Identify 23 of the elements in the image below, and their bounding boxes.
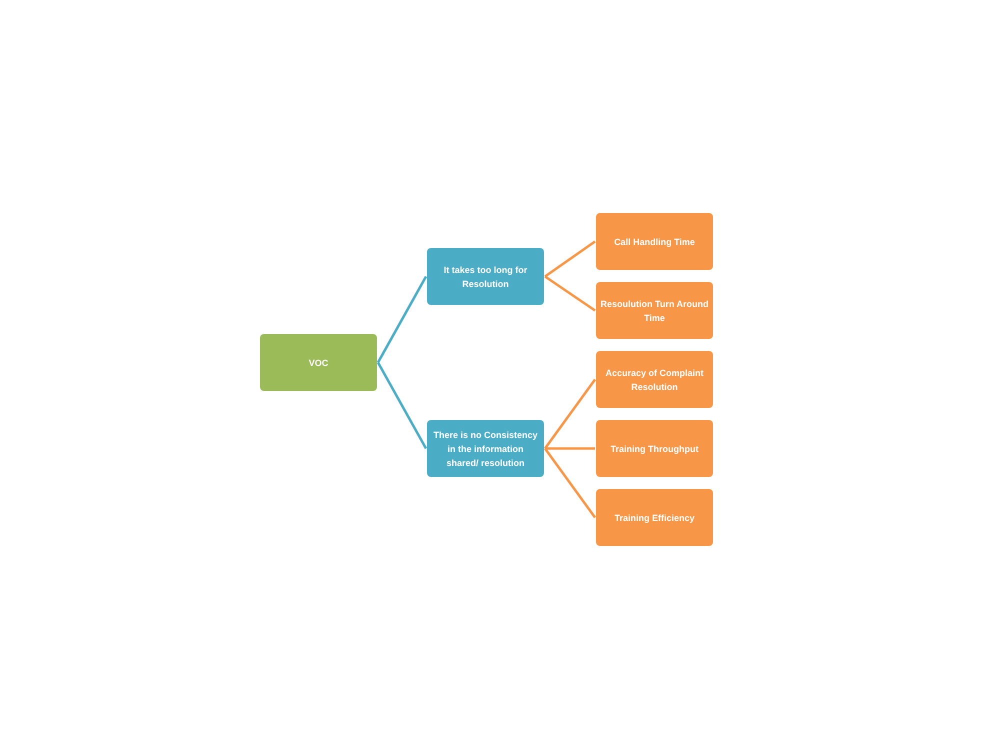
process-box	[427, 420, 544, 477]
process-box	[596, 213, 713, 270]
process-box	[427, 248, 544, 305]
connector-line	[545, 447, 595, 450]
connector-line	[544, 448, 596, 518]
box-label: Training Efficiency	[614, 512, 695, 524]
box-label: It takes too long for Resolution	[442, 264, 528, 290]
process-box	[596, 489, 713, 546]
box-label: Training Throughput	[610, 442, 698, 456]
process-box	[596, 420, 713, 477]
box-label: Accuracy of Complaint Resolution	[604, 366, 705, 394]
connector-line	[544, 240, 596, 278]
connector-line	[376, 362, 428, 450]
process-box	[260, 334, 377, 391]
connector-line	[544, 275, 596, 312]
connector-line	[544, 378, 596, 450]
process-box	[596, 282, 713, 339]
box-label: VOC	[308, 356, 328, 370]
box-label: Resoulution Turn Around Time	[600, 298, 709, 324]
box-label: There is no Consistency in the information shared/ resolution	[432, 428, 539, 470]
process-box	[596, 351, 713, 408]
box-label: Call Handling Time	[614, 236, 695, 248]
connector-line	[376, 276, 428, 364]
